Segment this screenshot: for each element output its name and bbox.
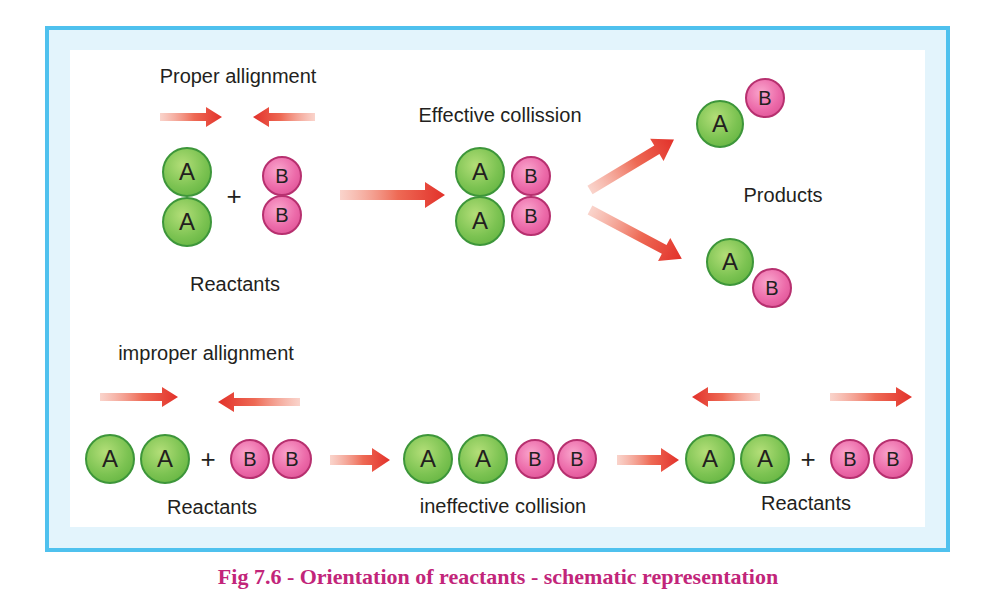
plus-sign: + xyxy=(200,445,215,474)
atom-b-circle: B xyxy=(511,196,551,236)
atom-b-circle: B xyxy=(752,268,792,308)
stage-label: Reactants xyxy=(190,273,280,295)
stage-label: Proper allignment xyxy=(160,65,317,87)
atom-letter: B xyxy=(285,449,298,469)
reaction-arrow xyxy=(617,448,679,472)
atom-letter: A xyxy=(475,447,491,471)
plus-sign: + xyxy=(226,182,241,211)
atom-b-circle: B xyxy=(873,439,913,479)
atom-b-circle: B xyxy=(272,439,312,479)
outer-frame xyxy=(47,28,948,550)
atom-letter: B xyxy=(758,88,771,108)
alignment-arrow xyxy=(253,107,315,127)
atom-letter: B xyxy=(524,166,537,186)
stage-label: Reactants xyxy=(761,492,851,514)
atom-letter: B xyxy=(275,166,288,186)
atom-b-circle: B xyxy=(745,78,785,118)
atom-b-circle: B xyxy=(557,439,597,479)
atom-letter: A xyxy=(472,209,488,233)
atom-letter: B xyxy=(528,449,541,469)
atom-a-circle: A xyxy=(140,434,190,484)
separation-arrow xyxy=(830,387,912,407)
reaction-arrow xyxy=(583,128,680,201)
atom-letter: A xyxy=(157,447,173,471)
atom-b-circle: B xyxy=(262,156,302,196)
atom-a-circle: A xyxy=(696,100,744,148)
atom-a-circle: A xyxy=(85,434,135,484)
stage-label: Reactants xyxy=(167,496,257,518)
alignment-arrow xyxy=(100,387,178,407)
atom-b-circle: B xyxy=(830,439,870,479)
atom-a-circle: A xyxy=(162,197,212,247)
alignment-arrow xyxy=(160,107,222,127)
atom-a-circle: A xyxy=(455,196,505,246)
atom-b-circle: B xyxy=(230,439,270,479)
atom-a-circle: A xyxy=(685,434,735,484)
inner-panel xyxy=(70,50,925,527)
plus-sign: + xyxy=(800,445,815,474)
atom-letter: B xyxy=(275,205,288,225)
stage-label: improper allignment xyxy=(118,342,294,364)
stage-label: ineffective collision xyxy=(420,495,586,517)
atom-letter: A xyxy=(102,447,118,471)
atom-letter: B xyxy=(524,206,537,226)
atom-b-circle: B xyxy=(515,439,555,479)
separation-arrow xyxy=(692,387,760,407)
atom-a-circle: A xyxy=(458,434,508,484)
stage-label: Effective collission xyxy=(418,104,581,126)
atom-a-circle: A xyxy=(403,434,453,484)
atom-letter: A xyxy=(472,160,488,184)
alignment-arrow xyxy=(218,392,300,412)
atom-b-circle: B xyxy=(511,156,551,196)
atom-a-circle: A xyxy=(706,238,754,286)
atom-a-circle: A xyxy=(455,147,505,197)
arrows xyxy=(100,107,912,472)
figure-caption: Fig 7.6 - Orientation of reactants - sch… xyxy=(218,564,778,590)
reaction-arrow xyxy=(330,448,390,472)
atom-b-circle: B xyxy=(262,195,302,235)
atom-letter: B xyxy=(843,449,856,469)
atom-letter: A xyxy=(757,447,773,471)
atom-letter: B xyxy=(886,449,899,469)
reaction-arrow xyxy=(340,182,445,208)
reaction-arrow xyxy=(584,199,688,271)
atom-a-circle: A xyxy=(162,147,212,197)
atom-letter: A xyxy=(712,112,728,136)
atom-letter: A xyxy=(702,447,718,471)
atom-letter: A xyxy=(722,250,738,274)
stage-label: Products xyxy=(744,184,823,206)
atom-letter: B xyxy=(570,449,583,469)
atom-letter: B xyxy=(765,278,778,298)
atom-letter: A xyxy=(420,447,436,471)
atom-letter: B xyxy=(243,449,256,469)
atom-letter: A xyxy=(179,160,195,184)
atom-letter: A xyxy=(179,210,195,234)
atom-a-circle: A xyxy=(740,434,790,484)
